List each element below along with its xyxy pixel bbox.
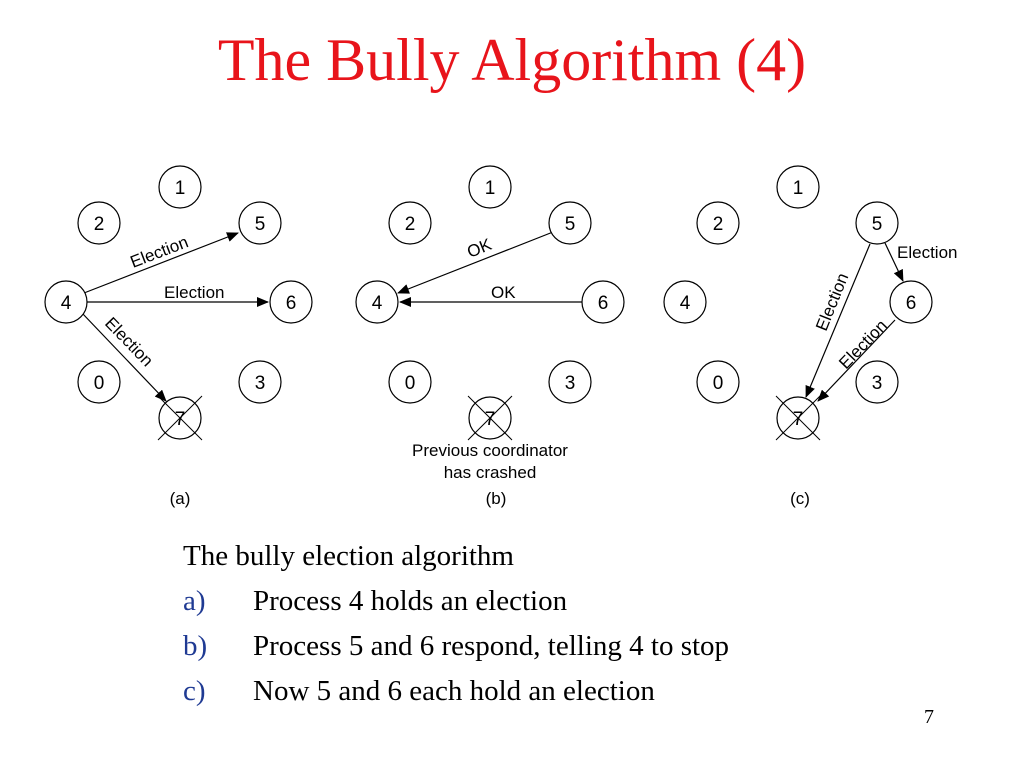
node-b-0: 0	[388, 360, 432, 404]
svg-text:7: 7	[175, 409, 186, 430]
list-item: c) Now 5 and 6 each hold an election	[183, 675, 729, 720]
node-c-5: 5	[855, 201, 899, 245]
svg-text:2: 2	[94, 214, 105, 235]
node-a-4: 4	[44, 280, 88, 324]
node-a-5: 5	[238, 201, 282, 245]
svg-text:5: 5	[565, 214, 576, 235]
svg-text:4: 4	[680, 293, 691, 314]
svg-text:6: 6	[286, 293, 297, 314]
edge-label-b-5-4: OK	[464, 235, 495, 262]
node-b-5: 5	[548, 201, 592, 245]
svg-text:7: 7	[793, 409, 804, 430]
edge-c-6-to-7	[817, 319, 896, 402]
crash-note-line-1: Previous coordinator	[412, 441, 568, 460]
node-c-0: 0	[696, 360, 740, 404]
node-c-4: 4	[663, 280, 707, 324]
panel-a: Election Election Election 1 2 5 4 6 0 3…	[44, 165, 313, 508]
list-marker: b)	[183, 630, 208, 662]
svg-text:4: 4	[61, 293, 72, 314]
node-c-2: 2	[696, 201, 740, 245]
svg-text:0: 0	[405, 373, 416, 394]
panel-c: Election Election Election 1 2 5 4 6 0 3…	[663, 165, 957, 508]
list-item: a) Process 4 holds an election	[183, 585, 729, 630]
node-c-6: 6	[889, 280, 933, 324]
list-item: b) Process 5 and 6 respond, telling 4 to…	[183, 630, 729, 675]
bully-diagram: Election Election Election 1 2 5 4 6 0 3…	[44, 165, 957, 508]
node-a-0: 0	[77, 360, 121, 404]
svg-text:3: 3	[872, 373, 883, 394]
page-number: 7	[924, 706, 934, 728]
svg-text:5: 5	[255, 214, 266, 235]
svg-text:1: 1	[793, 178, 804, 199]
caption-c: (c)	[790, 489, 810, 508]
svg-text:6: 6	[598, 293, 609, 314]
node-c-1: 1	[776, 165, 820, 209]
svg-text:6: 6	[906, 293, 917, 314]
panel-b: OK OK 1 2 5 4 6 0 3 7 Previous coordinat…	[355, 165, 625, 508]
edge-a-4-to-5	[83, 232, 239, 294]
svg-text:1: 1	[175, 178, 186, 199]
node-a-7-crashed: 7	[157, 395, 203, 441]
description-heading: The bully election algorithm	[183, 540, 514, 572]
node-a-1: 1	[158, 165, 202, 209]
edge-c-5-to-7	[805, 243, 871, 398]
edge-b-5-to-4	[397, 231, 554, 294]
edge-label-c-5-6: Election	[897, 243, 957, 262]
svg-text:3: 3	[255, 373, 266, 394]
svg-text:7: 7	[485, 409, 496, 430]
node-c-3: 3	[855, 360, 899, 404]
node-b-4: 4	[355, 280, 399, 324]
edge-label-a-4-6: Election	[164, 283, 224, 302]
node-a-2: 2	[77, 201, 121, 245]
list-marker: c)	[183, 675, 206, 707]
caption-a: (a)	[170, 489, 191, 508]
edge-label-a-4-5: Election	[128, 232, 191, 271]
list-item-text: Now 5 and 6 each hold an election	[253, 675, 655, 707]
svg-text:2: 2	[713, 214, 724, 235]
node-b-6: 6	[581, 280, 625, 324]
svg-text:0: 0	[713, 373, 724, 394]
node-b-1: 1	[468, 165, 512, 209]
edge-a-4-to-7	[81, 312, 167, 402]
list-item-text: Process 5 and 6 respond, telling 4 to st…	[253, 630, 730, 662]
node-b-2: 2	[388, 201, 432, 245]
svg-text:0: 0	[94, 373, 105, 394]
node-a-3: 3	[238, 360, 282, 404]
svg-text:5: 5	[872, 214, 883, 235]
node-b-3: 3	[548, 360, 592, 404]
node-b-7-crashed: 7	[467, 395, 513, 441]
slide-title: The Bully Algorithm (4)	[217, 27, 807, 93]
list-item-text: Process 4 holds an election	[253, 585, 568, 617]
svg-text:4: 4	[372, 293, 383, 314]
svg-text:1: 1	[485, 178, 496, 199]
crash-note-line-2: has crashed	[444, 463, 537, 482]
edge-label-b-6-4: OK	[491, 283, 516, 302]
description-block: The bully election algorithm a) Process …	[183, 540, 729, 720]
node-c-7-crashed: 7	[775, 395, 821, 441]
node-a-6: 6	[269, 280, 313, 324]
list-marker: a)	[183, 585, 206, 617]
edge-c-5-to-6	[884, 242, 904, 282]
caption-b: (b)	[486, 489, 507, 508]
svg-text:3: 3	[565, 373, 576, 394]
svg-text:2: 2	[405, 214, 416, 235]
